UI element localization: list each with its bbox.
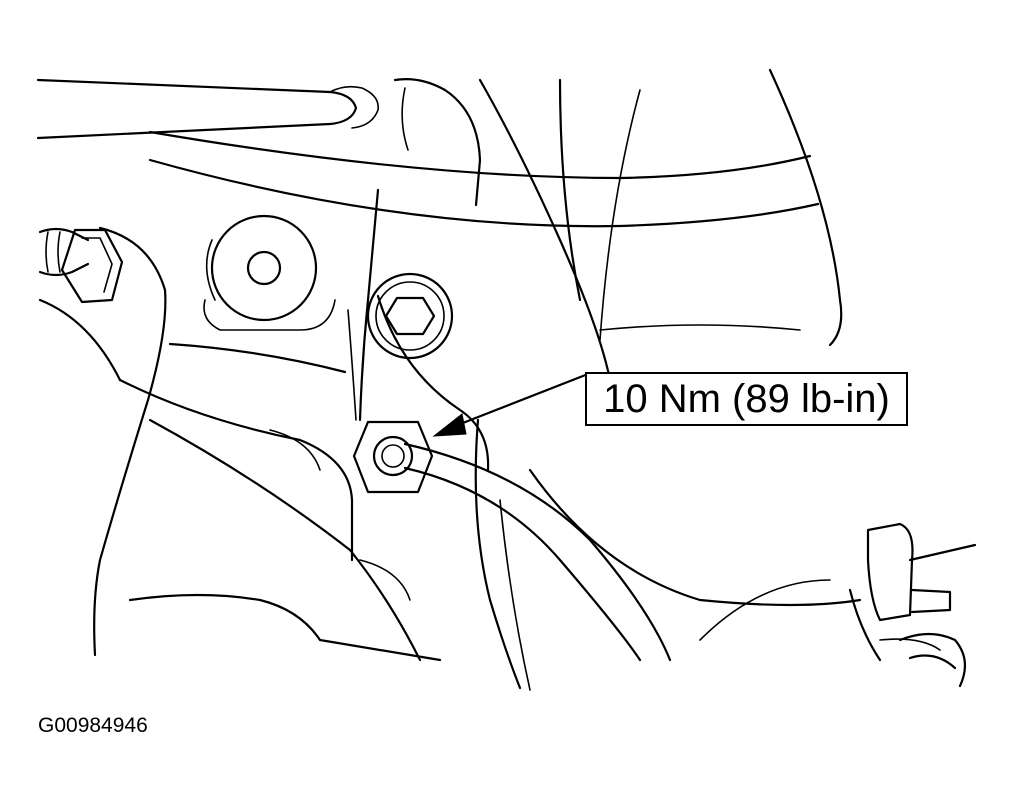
upper-tube [38, 80, 378, 138]
tube-fitting-nut [354, 422, 432, 492]
lower-casting [120, 380, 440, 660]
housing [360, 70, 841, 420]
brake-tube [405, 444, 670, 660]
right-sensor-bracket [850, 524, 975, 686]
housing-edge [348, 296, 488, 470]
round-boss [207, 216, 316, 320]
bracket-arm [40, 228, 345, 655]
arrow-icon [434, 414, 466, 436]
socket-head-bolt [368, 274, 452, 358]
torque-callout: 10 Nm (89 lb-in) [585, 372, 908, 426]
torque-spec-text: 10 Nm (89 lb-in) [603, 376, 890, 421]
upper-hose [150, 132, 818, 226]
lower-right-housing [476, 420, 860, 690]
left-stud-bolt [40, 229, 122, 302]
callout-leader [434, 374, 588, 436]
figure-id: G00984946 [38, 714, 148, 737]
